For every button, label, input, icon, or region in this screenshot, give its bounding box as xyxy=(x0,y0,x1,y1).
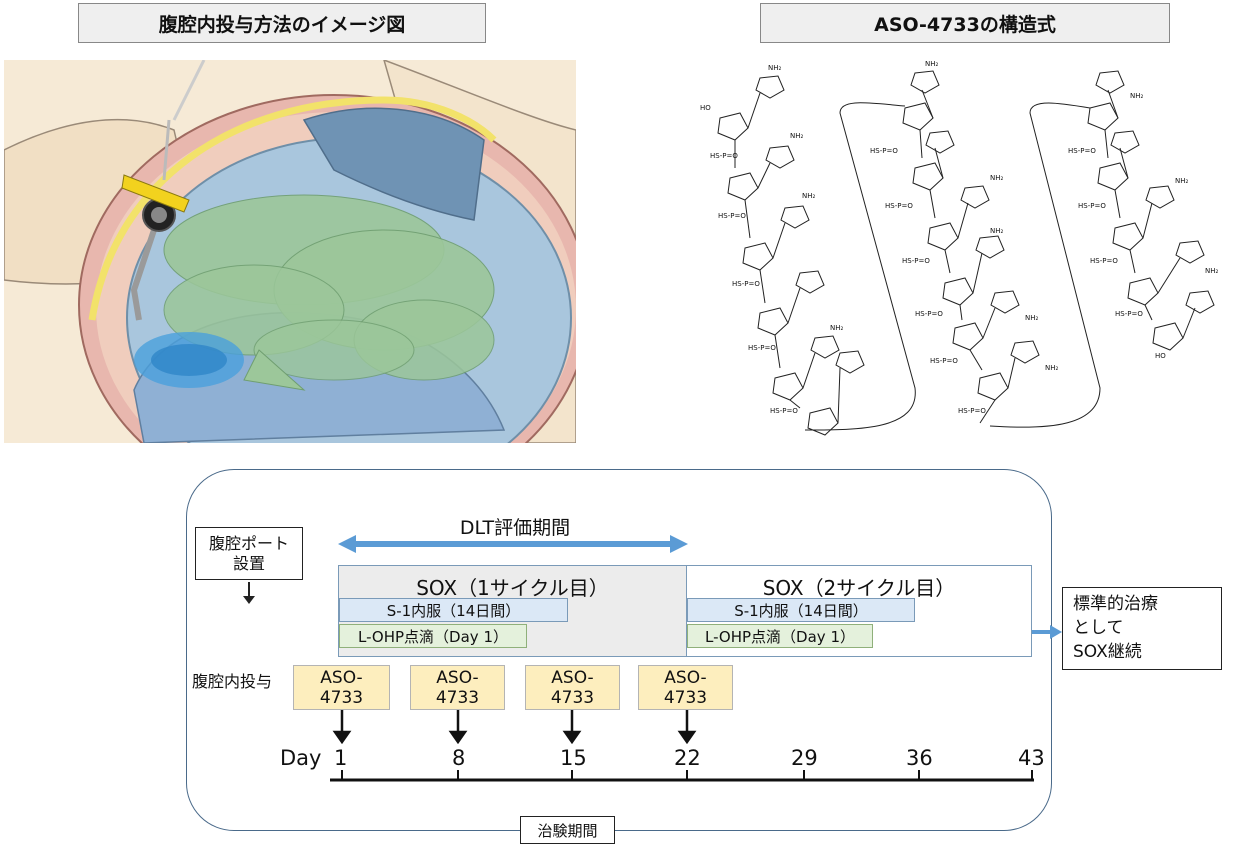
dose-arrow-icon xyxy=(332,730,352,744)
port-arrow-icon xyxy=(243,582,255,604)
day-tick-label: 15 xyxy=(560,746,587,770)
chem-label: NH₂ xyxy=(802,192,816,200)
dlt-period-arrow xyxy=(338,535,688,553)
chem-label: NH₂ xyxy=(990,227,1004,235)
chem-label: NH₂ xyxy=(925,60,939,68)
chem-label: HS-P=O xyxy=(732,280,760,288)
chem-label: NH₂ xyxy=(768,64,782,72)
chem-label: NH₂ xyxy=(1130,92,1144,100)
s1-cycle1-bar: S-1内服（14日間） xyxy=(339,598,568,622)
chem-label: HS-P=O xyxy=(1090,257,1118,265)
chem-label: HS-P=O xyxy=(1068,147,1096,155)
dlt-period-label: DLT評価期間 xyxy=(459,517,571,539)
chem-label: HS-P=O xyxy=(1078,202,1106,210)
chem-label: HS-P=O xyxy=(958,407,986,415)
s1-cycle2-bar: S-1内服（14日間） xyxy=(687,598,915,622)
dose-arrow-icon xyxy=(677,730,697,744)
lohp-cycle2-bar: L-OHP点滴（Day 1） xyxy=(687,624,873,648)
chem-label: HS-P=O xyxy=(710,152,738,160)
sox-cycle2-label: SOX（2サイクル目） xyxy=(762,576,956,600)
chem-label: NH₂ xyxy=(1205,267,1219,275)
dose-arrow-icon xyxy=(448,730,468,744)
day-tick-label: 22 xyxy=(674,746,701,770)
chem-label: NH₂ xyxy=(830,324,844,332)
chem-label: NH₂ xyxy=(990,174,1004,182)
chem-label: NH₂ xyxy=(1175,177,1189,185)
chem-label: HS-P=O xyxy=(902,257,930,265)
chem-label: HS-P=O xyxy=(930,357,958,365)
continuation-arrow xyxy=(1032,625,1062,639)
dose-arrows xyxy=(332,710,697,744)
day-prefix: Day xyxy=(280,746,322,770)
schedule-frame xyxy=(186,469,1052,831)
day-tick-label: 8 xyxy=(452,746,466,770)
sox-cycle1-label: SOX（1サイクル目） xyxy=(416,576,609,600)
chem-label: NH₂ xyxy=(1045,364,1059,372)
chem-label: HS-P=O xyxy=(1115,310,1143,318)
standard-care-box: 標準的治療 として SOX継続 xyxy=(1062,587,1222,670)
intraperitoneal-illustration xyxy=(4,60,576,443)
chem-label: NH₂ xyxy=(790,132,804,140)
day-tick-label: 36 xyxy=(906,746,933,770)
trial-period-label: 治験期間 xyxy=(520,816,615,844)
abdomen-cross-section-image xyxy=(4,60,576,443)
day-tick-label: 43 xyxy=(1018,746,1045,770)
structural-formula-image: NH₂ NH₂ NH₂ NH₂ NH₂ NH₂ NH₂ NH₂ NH₂ NH₂ … xyxy=(700,60,1219,436)
chem-label: HS-P=O xyxy=(718,212,746,220)
aso-dose-day8: ASO- 4733 xyxy=(410,665,505,710)
port-placement-box: 腹腔ポート 設置 xyxy=(195,527,303,580)
ip-administration-label: 腹腔内投与 xyxy=(192,672,273,691)
chem-label: HO xyxy=(700,104,711,112)
structure-title: ASO-4733の構造式 xyxy=(760,3,1170,43)
dose-arrow-icon xyxy=(562,730,582,744)
chem-label: HS-P=O xyxy=(770,407,798,415)
chem-label: HS-P=O xyxy=(748,344,776,352)
chem-label: HS-P=O xyxy=(885,202,913,210)
aso-4733-structure: NH₂ NH₂ NH₂ NH₂ NH₂ NH₂ NH₂ NH₂ NH₂ NH₂ … xyxy=(690,58,1230,438)
timeline-axis xyxy=(330,770,1034,782)
chem-label: NH₂ xyxy=(1025,314,1039,322)
aso-dose-day22: ASO- 4733 xyxy=(638,665,733,710)
day-tick-label: 1 xyxy=(334,746,348,770)
illustration-title: 腹腔内投与方法のイメージ図 xyxy=(78,3,486,43)
day-tick-label: 29 xyxy=(791,746,818,770)
lohp-cycle1-bar: L-OHP点滴（Day 1） xyxy=(339,624,527,648)
chem-label: HS-P=O xyxy=(870,147,898,155)
chem-label: HO xyxy=(1155,352,1166,360)
chem-label: HS-P=O xyxy=(915,310,943,318)
aso-dose-day15: ASO- 4733 xyxy=(525,665,620,710)
aso-dose-day1: ASO- 4733 xyxy=(293,665,390,710)
